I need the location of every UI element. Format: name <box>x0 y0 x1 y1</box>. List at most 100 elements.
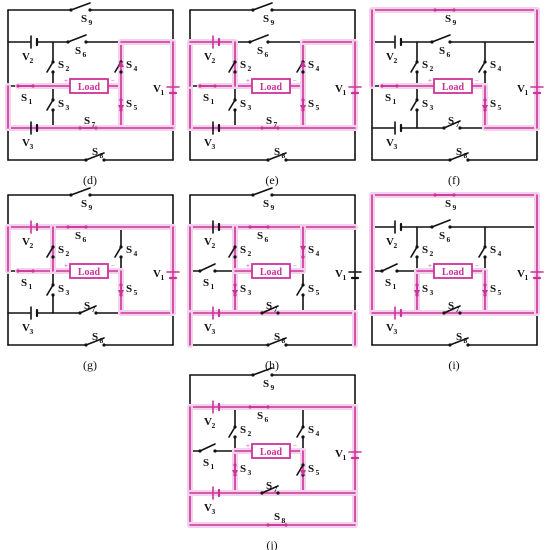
label-letter: S <box>439 45 445 57</box>
label-letter: V <box>517 268 525 280</box>
label-subscript: 3 <box>30 142 34 151</box>
switch-s9 <box>69 187 92 197</box>
switch-terminal <box>270 8 274 12</box>
label-letter: V <box>22 137 30 149</box>
label-subscript: 1 <box>211 282 215 291</box>
switch-terminal <box>270 193 274 197</box>
switch-s1 <box>16 84 35 88</box>
label-subscript: 1 <box>343 273 347 282</box>
label-subscript: 9 <box>271 18 275 27</box>
label-letter: S <box>266 300 272 312</box>
label-letter: S <box>274 331 280 343</box>
switch-terminal <box>102 343 106 347</box>
switch-terminal <box>266 40 270 44</box>
switch-s1 <box>380 263 399 273</box>
label-letter: S <box>422 98 428 110</box>
label-subscript: 2 <box>212 56 216 65</box>
label-letter: V <box>386 322 394 334</box>
label-letter: V <box>335 83 343 95</box>
current-arrow <box>300 470 306 476</box>
switch-s1 <box>380 84 399 88</box>
switch-terminal <box>51 108 55 112</box>
battery-v3 <box>212 306 221 320</box>
label-subscript: 3 <box>248 103 252 112</box>
load-box: Load <box>251 443 291 459</box>
label-subscript: 5 <box>316 468 320 477</box>
label-subscript: 1 <box>525 88 529 97</box>
switch-s1 <box>16 269 35 273</box>
label-subscript: 3 <box>212 327 216 336</box>
switch-s8 <box>448 337 470 347</box>
label-subscript: 2 <box>66 64 70 73</box>
label-subscript: 1 <box>29 97 33 106</box>
switch-s8 <box>266 523 288 527</box>
switch-terminal <box>415 255 419 259</box>
label-subscript: 9 <box>271 383 275 392</box>
switch-terminal <box>88 8 92 12</box>
label-letter: V <box>517 83 525 95</box>
switch-s4 <box>114 245 123 259</box>
label-letter: S <box>422 59 428 71</box>
switch-terminal <box>233 255 237 259</box>
panel-caption: (f) <box>448 173 460 187</box>
label-letter: V <box>22 322 30 334</box>
load-plus-sign: + <box>246 262 250 270</box>
load-plus-sign: + <box>246 77 250 85</box>
current-arrow <box>118 61 124 67</box>
switch-s2 <box>410 245 419 259</box>
label-subscript: 7 <box>274 485 278 494</box>
label-letter: S <box>308 424 314 436</box>
battery-v3 <box>212 486 221 500</box>
switch-terminal <box>448 40 452 44</box>
switch-blade-open <box>46 61 54 73</box>
label-letter: S <box>490 244 496 256</box>
label-letter: V <box>204 236 212 248</box>
load-box: Load <box>433 78 473 94</box>
label-letter: S <box>240 463 246 475</box>
switch-s2 <box>46 245 55 259</box>
switch-blade-open <box>261 485 279 494</box>
label-subscript: 7 <box>92 120 96 129</box>
load-plus-sign: + <box>428 262 432 270</box>
label-subscript: 1 <box>161 273 165 282</box>
label-subscript: 8 <box>100 336 104 345</box>
battery-v2 <box>212 35 221 49</box>
switch-s9 <box>433 193 456 197</box>
label-letter: S <box>81 198 87 210</box>
label-subscript: 2 <box>66 249 70 258</box>
label-letter: S <box>274 511 280 523</box>
label-subscript: 5 <box>498 288 502 297</box>
switch-s8 <box>84 337 106 347</box>
switch-blade-open <box>228 246 236 258</box>
label-subscript: 2 <box>394 241 398 250</box>
active-path <box>187 404 358 528</box>
